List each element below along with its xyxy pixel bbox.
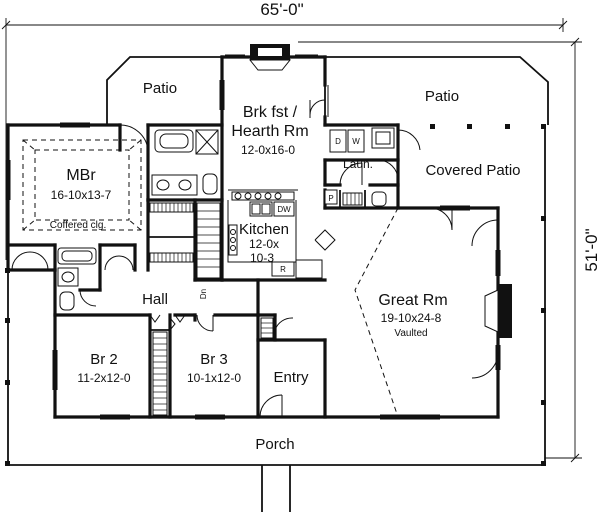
range-label: R [280, 265, 286, 274]
exterior-walls [6, 55, 500, 419]
kitchen-label: Kitchen [239, 221, 289, 238]
pantry [324, 189, 338, 205]
vaulted-ceiling-lines [354, 207, 399, 418]
breakfast-size: 12-0x16-0 [241, 143, 295, 157]
kitchen-counters: DW R [227, 189, 323, 279]
great-room-label: Great Rm [378, 292, 447, 309]
coffered-ceiling [22, 139, 142, 231]
chimney [248, 44, 292, 71]
kitchen-size-line2: 10-3 [250, 251, 274, 265]
depth-label: 51'-0" [582, 228, 600, 271]
hall-bath-fixtures [57, 247, 97, 311]
stair-down-label: Dn [199, 289, 208, 299]
master-label: MBr [66, 167, 96, 184]
room-labels: Patio Patio Brk fst / Hearth Rm 12-0x16-… [50, 80, 521, 453]
laundry-fixtures: D W P [324, 127, 395, 207]
dishwasher-label: DW [277, 205, 291, 214]
range [271, 261, 295, 277]
stairs: Dn [196, 202, 221, 299]
laundry-label: Laun. [343, 157, 373, 171]
br2-size: 11-2x12-0 [77, 371, 130, 385]
washer-label: W [352, 137, 360, 146]
pantry-label: P [328, 194, 333, 203]
windows [5, 54, 501, 420]
breakfast-label-line1: Brk fst / [243, 104, 298, 121]
hall-label: Hall [142, 291, 168, 308]
master-bath-fixtures [151, 129, 219, 196]
covered-patio-label: Covered Patio [425, 162, 520, 179]
br3-label: Br 3 [200, 351, 228, 368]
closet-shelving [149, 192, 363, 416]
great-room-ceiling-note: Vaulted [394, 328, 427, 339]
patio-left-label: Patio [143, 80, 177, 97]
width-label: 65'-0" [260, 0, 303, 19]
br2-label: Br 2 [90, 351, 118, 368]
depth-dimension: 51'-0" [298, 37, 600, 463]
kitchen-size-line1: 12-0x [249, 237, 279, 251]
porch-label: Porch [255, 436, 294, 453]
doors [11, 85, 499, 418]
great-room-size: 19-10x24-8 [381, 311, 442, 325]
master-size: 16-10x13-7 [51, 188, 112, 202]
dryer [329, 129, 347, 153]
dryer-label: D [335, 137, 341, 146]
porch-posts [5, 124, 546, 466]
patio-right-label: Patio [425, 88, 459, 105]
breakfast-label-line2: Hearth Rm [231, 123, 308, 140]
washer [347, 129, 365, 153]
entry-label: Entry [273, 369, 309, 386]
dishwasher [273, 201, 295, 217]
porch-outline [7, 125, 546, 512]
master-ceiling-note: Coffered clg. [50, 220, 107, 231]
width-dimension: 65'-0" [1, 0, 568, 260]
br3-size: 10-1x12-0 [187, 371, 241, 385]
great-room-fireplace [484, 284, 512, 338]
